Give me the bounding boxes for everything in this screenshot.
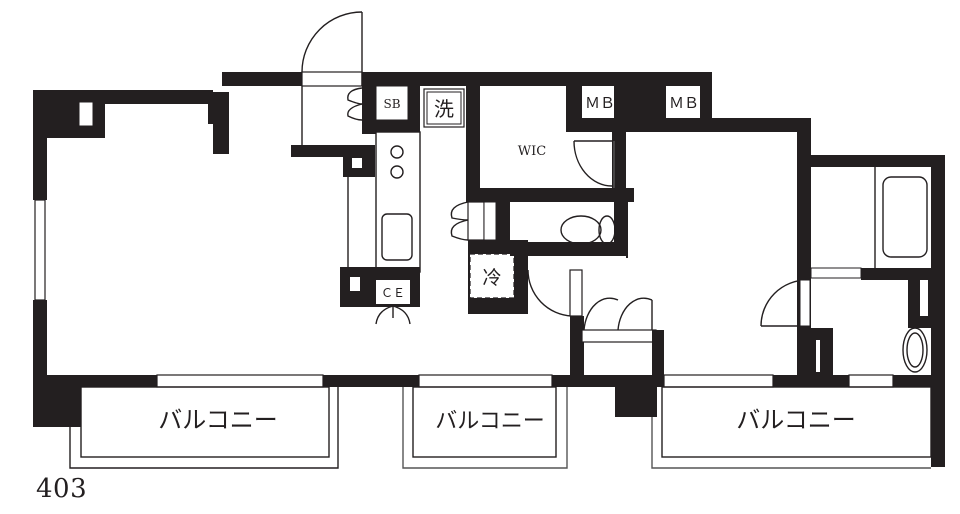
entry-door-swing: [301, 11, 363, 73]
balcony-1-label: バルコニー: [158, 406, 278, 434]
balcony-3: バルコニー: [651, 386, 932, 469]
fridge-label: 冷: [482, 267, 501, 289]
balcony-1: バルコニー: [69, 386, 339, 469]
wic-label: WIC: [518, 144, 546, 159]
balcony-2-label: バルコニー: [435, 409, 545, 434]
unit-number: 403: [36, 474, 88, 504]
shoe-box: SB: [375, 85, 409, 121]
meter-box-1-label: ＭＢ: [585, 94, 615, 112]
hall-door-swing: [527, 269, 573, 317]
shoe-box-label: SB: [383, 97, 400, 111]
bedroom-closet: [570, 256, 664, 386]
fridge: 冷: [468, 240, 528, 314]
bathroom: [760, 167, 945, 380]
meter-box-2-label: ＭＢ: [669, 94, 699, 112]
washer-label: 洗: [434, 97, 454, 121]
walk-in-closet: WIC: [466, 132, 634, 202]
balcony-3-label: バルコニー: [736, 406, 856, 434]
closet-ce-label: ＣＥ: [381, 286, 405, 300]
window-left: [34, 199, 46, 301]
exterior-walls: [33, 72, 945, 467]
toilet-room: [496, 188, 628, 256]
washer: 洗: [423, 88, 465, 128]
bottom-windows: [156, 374, 894, 388]
washroom-door-swing: [760, 279, 808, 327]
entrance: [291, 11, 363, 157]
balcony-2: バルコニー: [402, 386, 568, 469]
kitchen: ＣＥ: [340, 131, 421, 325]
